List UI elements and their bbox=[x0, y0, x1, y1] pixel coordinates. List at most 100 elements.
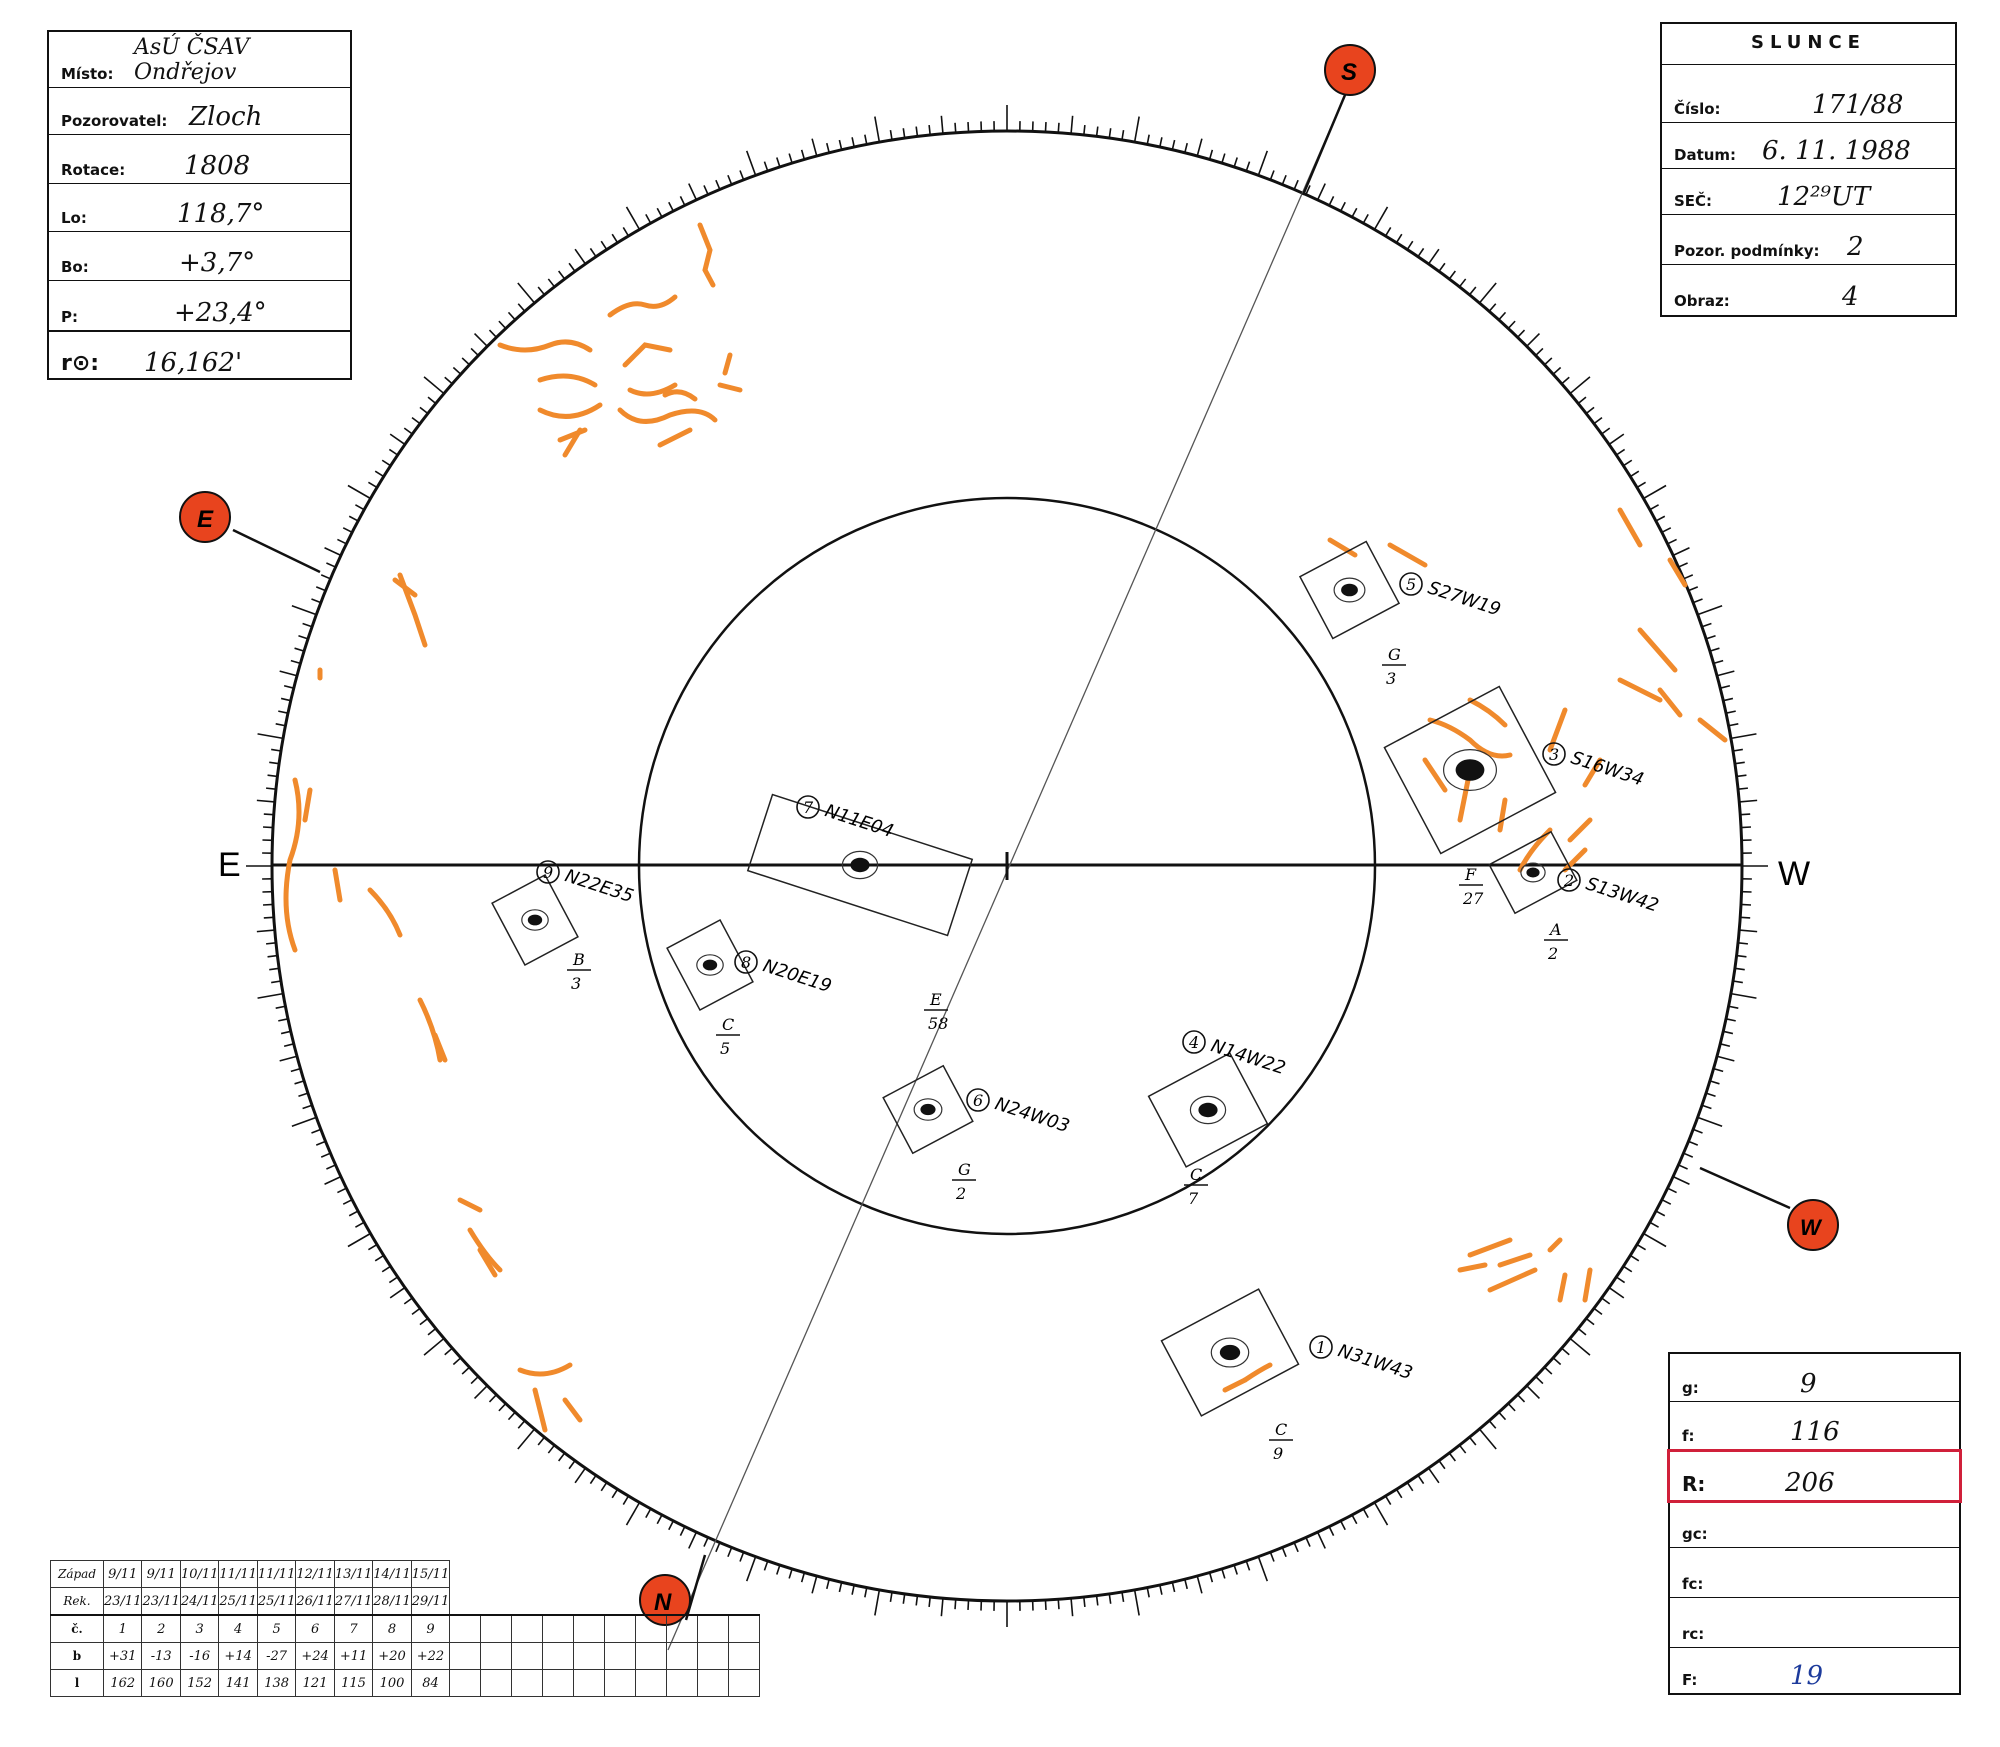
value-obraz: 4 bbox=[1842, 282, 1859, 312]
degree-tick bbox=[1725, 710, 1736, 714]
label-rotace: Rotace: bbox=[61, 161, 126, 179]
info-row-p: P: +23,4° bbox=[49, 280, 350, 331]
sunspot bbox=[1198, 1102, 1218, 1118]
degree-tick bbox=[558, 270, 566, 280]
info-row-rotace: Rotace: 1808 bbox=[49, 134, 350, 184]
degree-tick bbox=[688, 1531, 698, 1549]
degree-tick bbox=[547, 1444, 556, 1454]
group-spot-count: 2 bbox=[955, 1184, 966, 1203]
group-position-label: N31W43 bbox=[1335, 1340, 1415, 1384]
empty-cell bbox=[573, 1642, 606, 1670]
group-number: 7 bbox=[803, 798, 814, 817]
degree-tick bbox=[283, 684, 295, 689]
group-number-circle bbox=[1557, 868, 1581, 892]
degree-tick bbox=[298, 1092, 309, 1097]
svg-text:N: N bbox=[654, 1589, 672, 1616]
degree-tick bbox=[715, 1542, 721, 1553]
degree-tick bbox=[347, 1232, 371, 1248]
degree-tick bbox=[461, 1366, 471, 1375]
rek-cell: 23/11 bbox=[141, 1587, 181, 1616]
degree-tick bbox=[739, 170, 745, 181]
degree-tick bbox=[589, 1474, 597, 1485]
value-r: 206 bbox=[1785, 1468, 1835, 1498]
info-row-radius: r⊙: 16,162' bbox=[49, 330, 350, 380]
slunce-title: SLUNCE bbox=[1751, 32, 1866, 53]
degree-tick bbox=[745, 1556, 757, 1582]
degree-tick bbox=[864, 1587, 868, 1598]
degree-tick bbox=[928, 124, 931, 136]
zapad-cell: 13/11 bbox=[333, 1560, 374, 1588]
degree-tick bbox=[294, 1080, 305, 1085]
group-spot-count: 58 bbox=[928, 1014, 948, 1033]
degree-tick bbox=[679, 196, 686, 206]
degree-tick bbox=[1498, 1411, 1507, 1421]
group-frame bbox=[1147, 1052, 1269, 1168]
degree-tick bbox=[838, 139, 843, 151]
info-row-bo: Bo: +3,7° bbox=[49, 231, 350, 281]
degree-tick bbox=[403, 1297, 413, 1305]
degree-tick bbox=[1737, 787, 1749, 790]
degree-tick bbox=[874, 116, 881, 143]
l-cell: 162 bbox=[102, 1669, 143, 1697]
degree-tick bbox=[1569, 376, 1591, 395]
l-cell: 84 bbox=[410, 1669, 451, 1697]
degree-tick bbox=[1351, 1514, 1358, 1525]
empty-cell bbox=[697, 1614, 730, 1643]
empty-cell bbox=[511, 1642, 544, 1670]
group-position-label: N20E19 bbox=[760, 955, 834, 997]
degree-tick bbox=[1281, 174, 1287, 185]
degree-tick bbox=[1316, 183, 1326, 201]
degree-tick bbox=[1688, 586, 1699, 592]
degree-tick bbox=[411, 417, 421, 425]
c-cell: 6 bbox=[295, 1614, 335, 1643]
degree-tick bbox=[315, 1140, 326, 1146]
penumbra bbox=[1333, 577, 1366, 603]
degree-tick bbox=[488, 1394, 498, 1403]
degree-tick bbox=[1661, 1198, 1672, 1205]
degree-tick bbox=[311, 1128, 322, 1134]
empty-cell bbox=[666, 1614, 699, 1643]
degree-tick bbox=[1629, 1254, 1640, 1262]
degree-tick bbox=[1196, 1575, 1203, 1594]
degree-tick bbox=[1438, 262, 1446, 272]
degree-tick bbox=[1569, 1337, 1591, 1356]
degree-tick bbox=[739, 1551, 745, 1562]
degree-tick bbox=[1146, 134, 1150, 145]
svg-text:E: E bbox=[197, 506, 214, 533]
group-class: C bbox=[1190, 1165, 1202, 1184]
degree-tick bbox=[1709, 647, 1720, 652]
degree-tick bbox=[967, 1599, 970, 1611]
degree-tick bbox=[1406, 1481, 1414, 1492]
label-pozorovatel: Pozorovatel: bbox=[61, 112, 168, 130]
rek-cell: 27/11 bbox=[333, 1587, 374, 1616]
c-cell: 5 bbox=[256, 1614, 297, 1643]
degree-tick bbox=[1552, 366, 1562, 375]
degree-tick bbox=[1516, 329, 1526, 338]
slunce-row-sec: SEČ: 12²⁹UT bbox=[1662, 168, 1955, 215]
degree-tick bbox=[470, 1375, 479, 1385]
degree-tick bbox=[381, 459, 392, 467]
degree-tick bbox=[1083, 1596, 1086, 1608]
group-number: 4 bbox=[1188, 1033, 1199, 1052]
axis-label-west: W bbox=[1778, 855, 1810, 893]
degree-tick bbox=[825, 142, 830, 154]
sunspot bbox=[1341, 583, 1358, 597]
group-class: G bbox=[1388, 645, 1401, 664]
label-fc: fc: bbox=[1682, 1575, 1704, 1593]
zapad-cell: 9/11 bbox=[102, 1560, 143, 1588]
degree-tick bbox=[1233, 1564, 1238, 1575]
empty-cell bbox=[573, 1669, 606, 1697]
degree-tick bbox=[645, 214, 652, 224]
degree-tick bbox=[347, 484, 371, 500]
svg-text:W: W bbox=[1800, 1215, 1823, 1240]
degree-tick bbox=[1373, 206, 1389, 230]
group-number-circle bbox=[1399, 572, 1423, 596]
degree-tick bbox=[302, 622, 313, 628]
l-cell: 160 bbox=[141, 1669, 181, 1697]
c-cell: 2 bbox=[141, 1614, 181, 1643]
degree-tick bbox=[326, 562, 336, 568]
degree-tick bbox=[811, 1575, 818, 1594]
degree-tick bbox=[1667, 1187, 1677, 1194]
